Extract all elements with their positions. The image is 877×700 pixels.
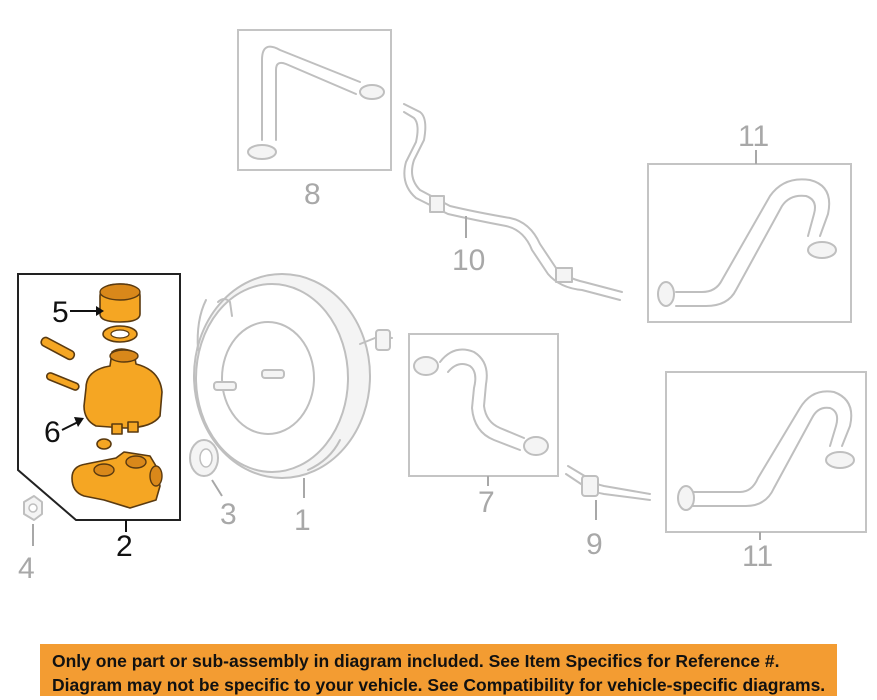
part-6-reservoir-neck [109,349,139,363]
callout-11-bottom: 11 [742,540,773,573]
part-3-seal: 3 [189,439,237,531]
part-1-booster-rim-a [196,299,207,351]
part-11-hose-top-outer [675,178,831,293]
part-5-arrowhead [96,306,104,316]
notice-banner: Only one part or sub-assembly in diagram… [40,644,837,696]
part-5-cap-top [99,283,141,301]
part-8-hose-outline-inner [275,61,357,141]
part-7-clamp-a [413,356,439,376]
callout-8: 8 [304,178,321,211]
part-1-booster-rim-b [307,439,341,471]
part-11-clamp-bottom-a [825,451,855,469]
part-11-box-bottom [665,371,867,533]
part-11-hose-group-bottom: 11 [665,371,867,573]
part-6-reservoir-body [83,348,163,429]
part-1-stud-b [261,369,285,379]
notice-line-2: Diagram may not be specific to your vehi… [52,675,826,695]
part-6-reservoir-port-a [111,423,123,435]
master-cylinder-body [71,451,163,509]
part-11-box-top [647,163,852,323]
callout-5: 5 [52,296,69,329]
callout-7: 7 [478,486,495,519]
part-8-clamp-top [359,84,385,100]
part-7-hose-outer [439,348,525,439]
master-cylinder-port-b [125,455,147,469]
part-8-hose-outline [261,45,361,141]
part-1-booster-ring [221,321,315,435]
part-6-leader [61,421,79,431]
part-11-hose-group-top: 11 [647,120,852,323]
part-11-hose-top-inner [675,194,816,307]
part-2-box [17,273,181,521]
part-8-clamp-bottom [247,144,277,160]
part-11-hose-bottom-outer [689,390,853,493]
part-2-master-cylinder-group: 2 5 6 [17,273,181,563]
parts-diagram: 8 10 11 2 5 [17,29,867,585]
master-cylinder-shape [71,451,161,509]
notice-line-1: Only one part or sub-assembly in diagram… [52,651,780,671]
part-10-fitting [555,267,573,283]
part-4-nut-hole [28,503,38,513]
part-10-vacuum-line: 10 [403,103,623,301]
part-11-clamp-bottom-b [677,485,695,511]
callout-11-top: 11 [738,120,769,153]
part-7-box [408,333,559,477]
part-1-booster-check-valve [217,298,233,317]
part-7-hose-group: 7 [408,333,559,519]
master-cylinder-outlet [149,465,163,487]
part-11-hose-bottom-inner [689,406,839,507]
part-1-stud-a [213,381,237,391]
part-9-check-valve: 9 [565,465,651,561]
part-1-brake-booster: 1 [193,273,393,537]
part-6-arrowhead [74,417,84,427]
part-4-nut: 4 [18,495,43,585]
callout-6: 6 [44,416,61,449]
part-11-clamp-top-b [657,281,675,307]
part-9-line-outer [567,465,651,495]
callout-4: 4 [18,552,35,585]
part-7-clamp-b [523,436,549,456]
callout-3: 3 [220,498,237,531]
part-6-reservoir-port-b [127,421,139,433]
callout-10: 10 [452,244,485,277]
part-7-hose-inner [447,363,521,451]
part-6-reservoir [83,348,163,435]
callout-2: 2 [116,530,133,563]
part-5-reservoir-cap [99,283,141,323]
part-1-clevis [375,329,391,351]
master-cylinder-port-a [93,463,115,477]
seal-upper [40,336,76,361]
reservoir-strainer-hole [110,329,130,339]
part-3-leader [211,479,223,497]
part-9-valve-body [581,475,599,497]
part-10-clip [429,195,445,213]
part-8-hose-group: 8 [237,29,392,211]
part-11-clamp-top-a [807,241,837,259]
callout-1: 1 [294,504,311,537]
reservoir-grommet [96,438,112,450]
part-8-box [237,29,392,171]
seal-lower [45,372,80,391]
part-10-line-inner [403,111,621,301]
part-3-seal-inner [199,448,213,468]
callout-9: 9 [586,528,603,561]
